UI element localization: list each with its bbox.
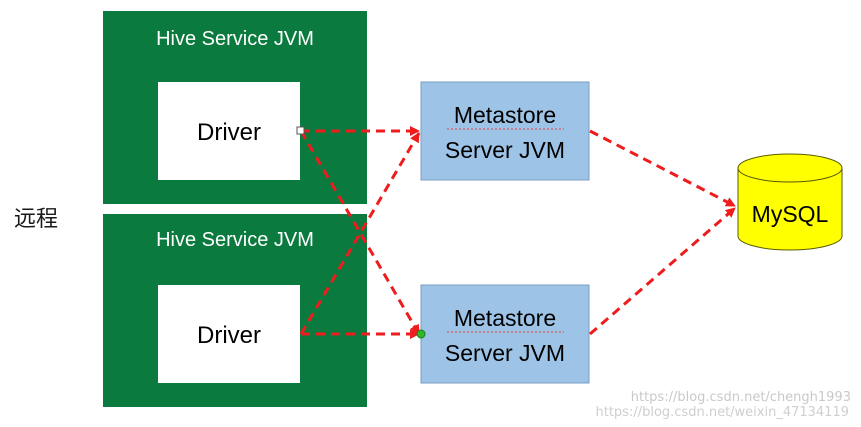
metastore-label-2a: Metastore [454, 305, 556, 331]
metastore-box-1 [420, 81, 590, 181]
connector-handle-end [416, 329, 426, 339]
remote-label: 远程 [14, 207, 59, 232]
hive-service-title-1: Hive Service JVM [156, 28, 314, 50]
mysql-database-icon [737, 153, 843, 251]
driver-label-2: Driver [197, 322, 261, 349]
watermark-line-2: https://blog.csdn.net/weixin_47134119 [595, 405, 849, 420]
arrow-driver2-to-metastore1 [299, 132, 421, 335]
metastore-label-2b: Server JVM [445, 340, 565, 366]
metastore-box-2 [420, 284, 590, 384]
arrow-driver1-to-metastore2 [299, 130, 421, 335]
metastore-label-1b: Server JVM [445, 137, 565, 163]
driver-box-1 [158, 82, 300, 180]
watermark-line-1: https://blog.csdn.net/chengh1993 [630, 390, 851, 405]
arrow-metastore1-to-mysql [589, 129, 736, 208]
connector-handle-start [296, 126, 305, 135]
metastore-label-1a: Metastore [454, 102, 556, 128]
mysql-label: MySQL [752, 201, 829, 227]
arrow-metastore2-to-mysql [589, 206, 736, 336]
hive-service-title-2: Hive Service JVM [156, 229, 314, 251]
driver-box-2 [158, 285, 300, 383]
driver-label-1: Driver [197, 119, 261, 146]
